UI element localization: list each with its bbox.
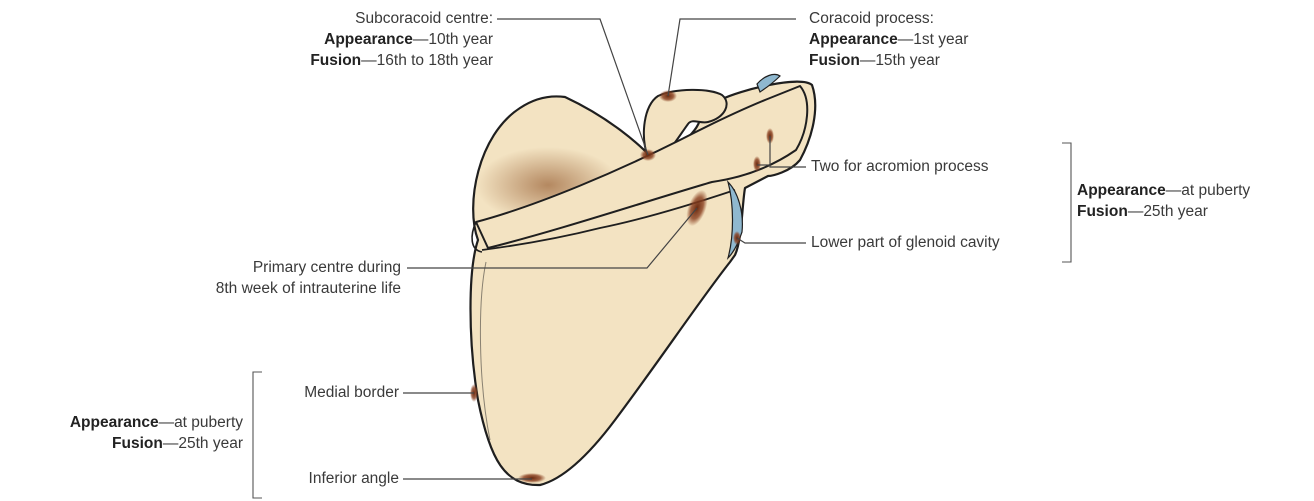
right-group-fusion-key: Fusion: [1077, 203, 1128, 220]
right-group-appearance-key: Appearance: [1077, 182, 1166, 199]
subcoracoid-appearance-value: —10th year: [413, 31, 493, 48]
medial-border-label: Medial border: [304, 382, 399, 403]
left-group-appearance-value: —at puberty: [159, 414, 243, 431]
leader-glenoid: [737, 238, 806, 243]
coracoid-fusion-key: Fusion: [809, 52, 860, 69]
left-group-appearance: Appearance—at puberty: [70, 412, 243, 433]
subcoracoid-fusion-value: —16th to 18th year: [361, 52, 493, 69]
coracoid-appearance-key: Appearance: [809, 31, 898, 48]
left-group-label: Appearance—at puberty Fusion—25th year: [70, 412, 243, 454]
right-group-fusion-value: —25th year: [1128, 203, 1208, 220]
acromion-centre-spot-2: [753, 156, 761, 172]
coracoid-title: Coracoid process:: [809, 8, 968, 29]
acromion-label: Two for acromion process: [811, 156, 988, 177]
subcoracoid-appearance: Appearance—10th year: [310, 29, 493, 50]
subcoracoid-appearance-key: Appearance: [324, 31, 413, 48]
subcoracoid-title: Subcoracoid centre:: [310, 8, 493, 29]
right-group-appearance-value: —at puberty: [1166, 182, 1250, 199]
right-group-label: Appearance—at puberty Fusion—25th year: [1077, 180, 1250, 222]
coracoid-fusion: Fusion—15th year: [809, 50, 968, 71]
left-group-fusion-key: Fusion: [112, 435, 163, 452]
primary-centre-line2: 8th week of intrauterine life: [216, 278, 401, 299]
left-bracket: [253, 372, 262, 498]
coracoid-fusion-value: —15th year: [860, 52, 940, 69]
primary-centre-line1: Primary centre during: [216, 257, 401, 278]
subcoracoid-fusion: Fusion—16th to 18th year: [310, 50, 493, 71]
left-group-fusion: Fusion—25th year: [70, 433, 243, 454]
inferior-angle-centre-spot: [518, 473, 546, 483]
subcoracoid-fusion-key: Fusion: [310, 52, 361, 69]
subcoracoid-label: Subcoracoid centre: Appearance—10th year…: [310, 8, 493, 71]
right-group-fusion: Fusion—25th year: [1077, 201, 1250, 222]
coracoid-label: Coracoid process: Appearance—1st year Fu…: [809, 8, 968, 71]
coracoid-appearance: Appearance—1st year: [809, 29, 968, 50]
primary-centre-label: Primary centre during 8th week of intrau…: [216, 257, 401, 299]
glenoid-label: Lower part of glenoid cavity: [811, 232, 1000, 253]
right-bracket: [1062, 143, 1071, 262]
right-group-appearance: Appearance—at puberty: [1077, 180, 1250, 201]
left-group-fusion-value: —25th year: [163, 435, 243, 452]
inferior-angle-label: Inferior angle: [309, 468, 399, 489]
coracoid-appearance-value: —1st year: [898, 31, 969, 48]
left-group-appearance-key: Appearance: [70, 414, 159, 431]
